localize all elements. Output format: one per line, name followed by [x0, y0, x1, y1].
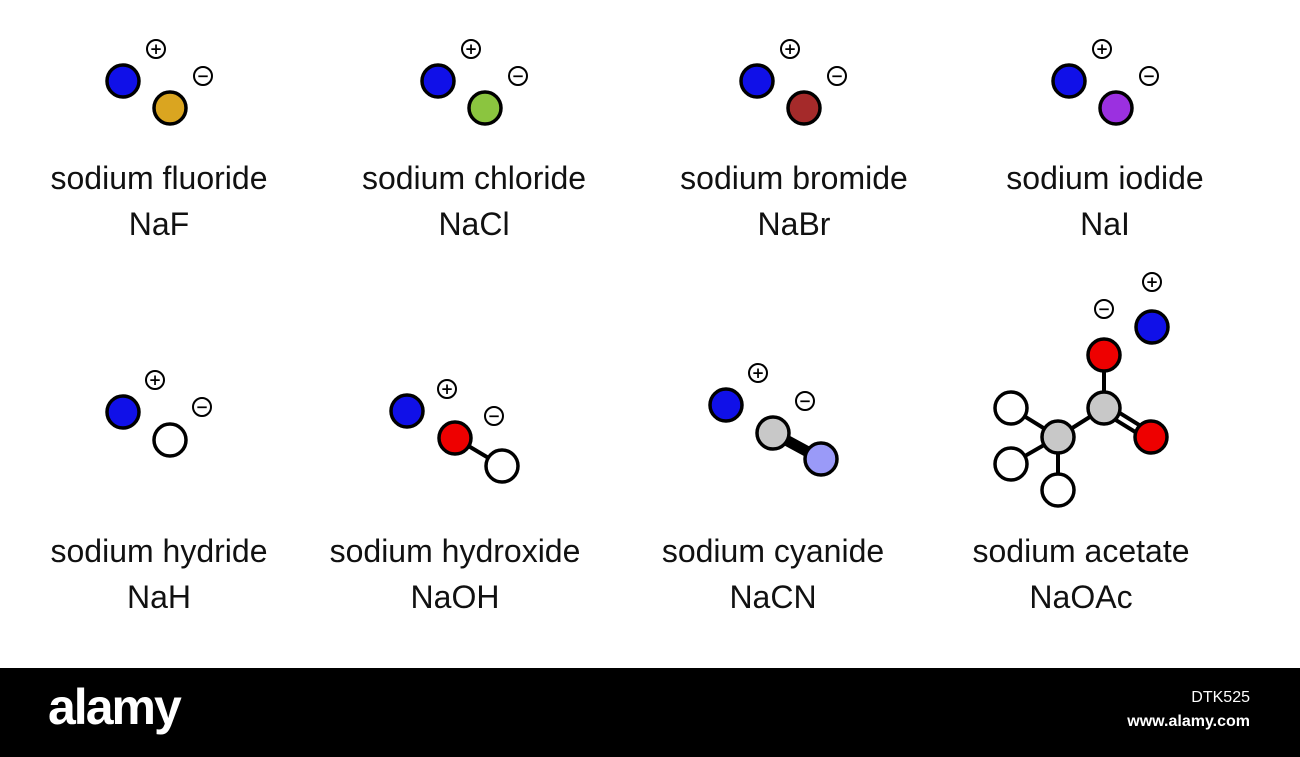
charge-sign: −: [831, 67, 844, 85]
sodium-atom: [105, 394, 141, 430]
nitrogen-atom: [803, 441, 839, 477]
iodine-atom: [1098, 90, 1134, 126]
charge-sign: −: [488, 407, 501, 425]
oxygen-atom: [1086, 337, 1122, 373]
chlorine-atom: [467, 90, 503, 126]
minus-charge-icon: [484, 406, 504, 426]
compound-formula: NaOAc: [1029, 579, 1133, 615]
charge-sign: +: [465, 40, 478, 58]
sodium-atom: [389, 393, 425, 429]
compound-name: sodium hydroxide: [329, 533, 581, 569]
bromine-atom: [786, 90, 822, 126]
charge-sign: +: [752, 364, 765, 382]
plus-charge-icon: [748, 363, 768, 383]
plus-charge-icon: [461, 39, 481, 59]
charge-sign: −: [512, 67, 525, 85]
watermark-footer: alamy DTK525 www.alamy.com: [0, 668, 1300, 757]
compound-formula: NaCl: [438, 206, 510, 242]
carbon-atom: [1086, 390, 1122, 426]
site-url: www.alamy.com: [1127, 713, 1250, 730]
charge-sign: +: [441, 380, 454, 398]
sodium-atom: [739, 63, 775, 99]
image-id: DTK525: [1191, 689, 1250, 706]
plus-charge-icon: [145, 370, 165, 390]
alamy-logo: alamy: [48, 679, 182, 735]
sodium-atom: [105, 63, 141, 99]
oxygen-atom: [1133, 419, 1169, 455]
plus-charge-icon: [1092, 39, 1112, 59]
minus-charge-icon: [795, 391, 815, 411]
charge-sign: −: [196, 398, 209, 416]
carbon-atom: [755, 415, 791, 451]
minus-charge-icon: [1094, 299, 1114, 319]
sodium-atom: [1051, 63, 1087, 99]
charge-sign: +: [784, 40, 797, 58]
charge-sign: +: [150, 40, 163, 58]
molecule-diagram: + − + − + − + − + − + − + − + −: [105, 39, 1170, 508]
compound-name: sodium acetate: [972, 533, 1190, 569]
compound-formula: NaH: [126, 579, 192, 615]
sodium-atom: [708, 387, 744, 423]
fluorine-atom: [152, 90, 188, 126]
charge-sign: +: [1146, 273, 1159, 291]
hydrogen-atom: [1040, 472, 1076, 508]
charge-sign: −: [1098, 300, 1111, 318]
sodium-atom: [1134, 309, 1170, 345]
hydrogen-atom: [993, 446, 1029, 482]
plus-charge-icon: [437, 379, 457, 399]
charge-sign: +: [149, 371, 162, 389]
plus-charge-icon: [146, 39, 166, 59]
carbon-atom: [1040, 419, 1076, 455]
compound-formula: NaI: [1080, 206, 1130, 242]
plus-charge-icon: [780, 39, 800, 59]
minus-charge-icon: [827, 66, 847, 86]
hydrogen-atom: [484, 448, 520, 484]
charge-sign: −: [197, 67, 210, 85]
compound-name: sodium bromide: [680, 160, 908, 196]
compound-formula: NaOH: [410, 579, 500, 615]
charge-sign: +: [1096, 40, 1109, 58]
sodium-atom: [420, 63, 456, 99]
compound-formula: NaCN: [729, 579, 817, 615]
minus-charge-icon: [192, 397, 212, 417]
compound-formula: NaF: [128, 206, 190, 242]
compound-name: sodium hydride: [50, 533, 268, 569]
oxygen-atom: [437, 420, 473, 456]
minus-charge-icon: [193, 66, 213, 86]
compound-name: sodium chloride: [361, 160, 587, 196]
compound-formula: NaBr: [757, 206, 831, 242]
compound-name: sodium cyanide: [661, 533, 885, 569]
minus-charge-icon: [1139, 66, 1159, 86]
hydrogen-atom: [152, 422, 188, 458]
compound-name: sodium fluoride: [50, 160, 268, 196]
plus-charge-icon: [1142, 272, 1162, 292]
hydrogen-atom: [993, 390, 1029, 426]
compound-name: sodium iodide: [1006, 160, 1204, 196]
charge-sign: −: [799, 392, 812, 410]
charge-sign: −: [1143, 67, 1156, 85]
minus-charge-icon: [508, 66, 528, 86]
